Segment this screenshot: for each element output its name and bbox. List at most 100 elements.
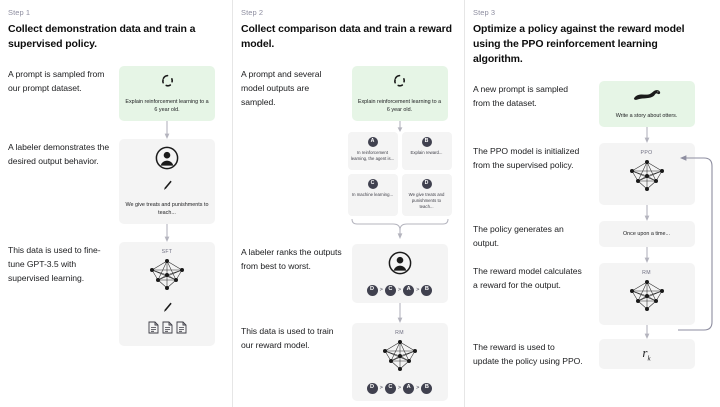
arrow-down-icon [395, 302, 405, 323]
step-3-row-2: The PPO model is initialized from the su… [473, 142, 710, 221]
step-1-title: Collect demonstration data and train a s… [8, 23, 196, 50]
model-output-b: B Explain reward... [401, 132, 452, 171]
ppo-card-title: PPO [640, 149, 653, 156]
document-icon [162, 321, 173, 339]
step-1-panel: Step 1 Collect demonstration data and tr… [0, 0, 232, 407]
step-3-caption-1: A new prompt is sampled from the dataset… [473, 83, 569, 108]
step-3-row-3: The policy generates an output. Once upo… [473, 220, 710, 263]
model-output-a: A In reinforcement learning, the agent i… [347, 132, 398, 171]
labeler-rank-card: D > C > A > B [351, 243, 448, 303]
reward-formula: rk [642, 346, 650, 363]
step-1-visual-3: SFT [112, 242, 222, 347]
sft-card: SFT [119, 242, 215, 347]
sft-card-title: SFT [161, 249, 173, 256]
step-3-caption-3: The policy generates an output. [473, 223, 564, 248]
step-2-visual-3: RM [345, 322, 454, 401]
step-3-visual-4: RM [583, 262, 710, 339]
reward-model-card: RM [351, 322, 448, 401]
output-text-c: In machine learning... [351, 192, 394, 198]
reward-value-card: rk [598, 338, 695, 370]
step-3-visual-5: rk [583, 338, 710, 370]
output-text-d: We give treats and punishments to teach.… [408, 192, 445, 210]
rank-badge-3: A [403, 382, 415, 394]
rank-gt-icon: > [397, 287, 402, 294]
output-text-b: Explain reward... [410, 150, 443, 156]
rm-card-title: RM [395, 329, 404, 336]
new-prompt-card: Write a story about otters. [598, 80, 695, 127]
labeler-demo-card: We give treats and punishments to teach.… [119, 139, 215, 225]
step-1-visual-2: We give treats and punishments to teach.… [112, 139, 222, 243]
step-1-caption-1: A prompt is sampled from our prompt data… [8, 68, 105, 93]
rank-badge-4: B [421, 382, 433, 394]
prompt-card: Explain reinforcement learning to a 6 ye… [351, 65, 448, 122]
step-2-row-1: A prompt and several model outputs are s… [241, 65, 454, 244]
recycle-arrows-icon [392, 73, 407, 93]
collect-brace-icon [350, 217, 450, 244]
step-2-row-2: A labeler ranks the outputs from best to… [241, 243, 454, 323]
step-1-row-1: A prompt is sampled from our prompt data… [8, 65, 222, 140]
ranking-row: D > C > A > B [366, 382, 433, 394]
model-output-c: C In machine learning... [347, 174, 398, 216]
arrow-down-icon [162, 224, 172, 243]
step-1-label: Step 1 [8, 8, 31, 17]
step-2-label: Step 2 [241, 8, 264, 17]
output-badge-b: B [421, 137, 432, 148]
step-2-panel: Step 2 Collect comparison data and train… [232, 0, 464, 407]
step-3-visual-3: Once upon a time... [583, 220, 710, 263]
step-3-row-1: A new prompt is sampled from the dataset… [473, 80, 710, 143]
output-badge-d: D [421, 179, 432, 190]
ranking-row: D > C > A > B [366, 284, 433, 296]
rank-gt-icon: > [379, 287, 383, 294]
rm-card-title: RM [642, 269, 651, 276]
ppo-model-card: PPO [598, 142, 695, 205]
policy-output-text: Once upon a time... [622, 230, 671, 237]
document-icon [176, 321, 187, 339]
rank-badge-1: D [366, 284, 378, 296]
step-1-row-2: A labeler demonstrates the desired outpu… [8, 139, 222, 243]
step-3-row-5: The reward is used to update the policy … [473, 338, 710, 370]
rank-gt-icon: > [379, 385, 383, 392]
prompt-card-text: Explain reinforcement learning to a 6 ye… [125, 98, 209, 113]
step-2-caption-3: This data is used to train our reward mo… [241, 325, 334, 350]
neural-network-icon [624, 279, 670, 318]
arrow-down-icon [162, 121, 172, 140]
step-2-visual-1: Explain reinforcement learning to a 6 ye… [345, 65, 454, 244]
rank-badge-2: C [384, 284, 396, 296]
document-icon-group [148, 321, 187, 339]
step-3-row-4: The reward model calculates a reward for… [473, 262, 710, 339]
reward-model-card: RM [598, 262, 695, 325]
labeler-demo-text: We give treats and punishments to teach.… [125, 202, 209, 217]
rank-badge-2: C [384, 382, 396, 394]
rank-gt-icon: > [397, 385, 402, 392]
prompt-card: Explain reinforcement learning to a 6 ye… [119, 65, 215, 122]
step-1-visual-1: Explain reinforcement learning to a 6 ye… [112, 65, 222, 140]
step-2-row-3: This data is used to train our reward mo… [241, 322, 454, 401]
new-prompt-text: Write a story about otters. [615, 112, 678, 119]
step-3-panel: Step 3 Optimize a policy against the rew… [464, 0, 720, 407]
reward-symbol: r [642, 344, 648, 360]
output-badge-a: A [367, 137, 378, 148]
model-output-d: D We give treats and punishments to teac… [401, 174, 452, 216]
step-1-row-3: This data is used to fine-tune GPT-3.5 w… [8, 242, 222, 347]
step-3-label: Step 3 [473, 8, 496, 17]
step-3-caption-4: The reward model calculates a reward for… [473, 265, 582, 290]
prompt-card-text: Explain reinforcement learning to a 6 ye… [357, 98, 442, 113]
step-1-caption-3: This data is used to fine-tune GPT-3.5 w… [8, 245, 101, 284]
pen-icon [163, 178, 172, 196]
model-outputs-grid: A In reinforcement learning, the agent i… [347, 132, 452, 216]
labeler-person-icon [155, 146, 179, 175]
step-1-caption-2: A labeler demonstrates the desired outpu… [8, 142, 110, 166]
arrow-down-icon [395, 121, 405, 133]
arrow-down-icon [642, 246, 652, 263]
step-3-title: Optimize a policy against the reward mod… [473, 23, 685, 65]
step-2-title: Collect comparison data and train a rewa… [241, 23, 452, 50]
labeler-person-icon [388, 251, 412, 280]
neural-network-icon [377, 339, 423, 378]
arrow-down-icon [642, 204, 652, 221]
output-text-a: In reinforcement learning, the agent is.… [350, 150, 395, 162]
rank-gt-icon: > [416, 287, 420, 294]
step-2-caption-2: A labeler ranks the outputs from best to… [241, 246, 342, 271]
rank-badge-3: A [403, 284, 415, 296]
step-3-visual-2: PPO [583, 142, 710, 221]
